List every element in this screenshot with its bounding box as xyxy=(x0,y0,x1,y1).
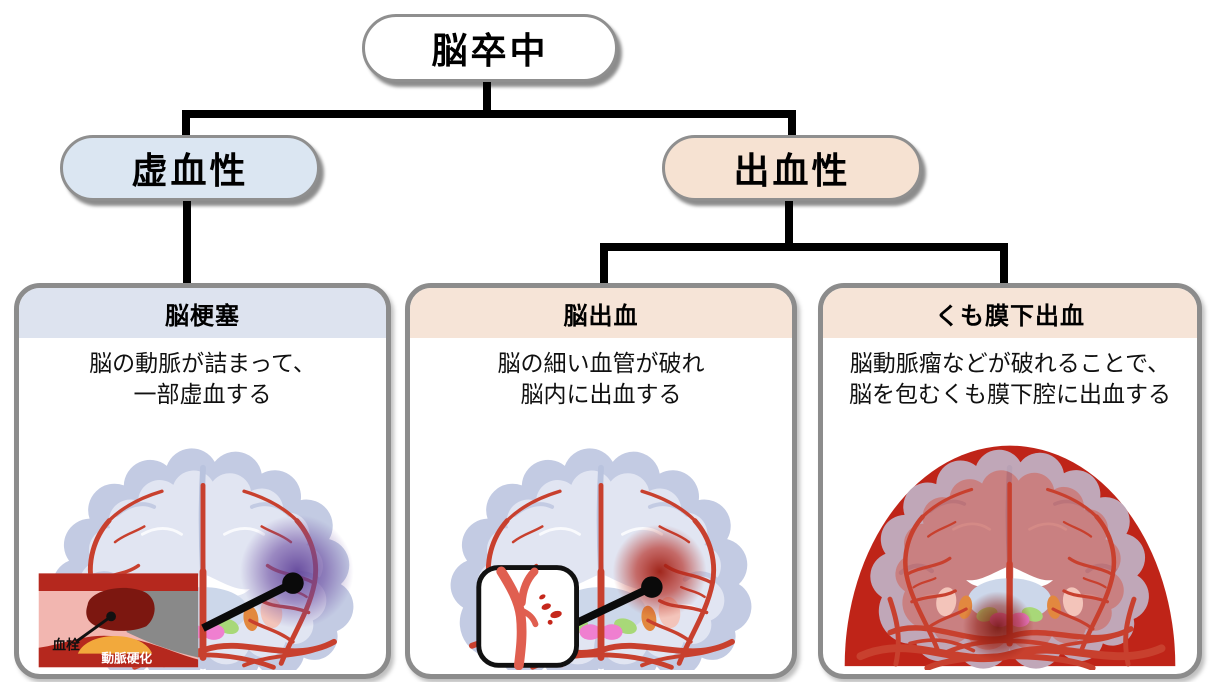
description-line: 脳の動脈が詰まって、 xyxy=(89,350,316,376)
card-cerebral-infarction-title: 脳梗塞 xyxy=(19,288,386,338)
card-subarachnoid-hemorrhage-description: 脳動脈瘤などが破れることで、 脳を包むくも膜下腔に出血する xyxy=(823,348,1197,410)
connector-card2-drop xyxy=(600,243,608,285)
thrombus-shape xyxy=(85,587,155,631)
pointer-dot xyxy=(641,576,663,598)
root-node-stroke: 脳卒中 xyxy=(362,14,618,82)
vessel-inset-rupture xyxy=(476,565,579,671)
connector-top-horizontal xyxy=(182,110,796,118)
blood-droplets xyxy=(539,594,562,625)
connector-right-drop xyxy=(788,110,796,138)
brain-illustration-infarction: 血栓 動脈硬化 xyxy=(27,424,379,670)
card-subarachnoid-hemorrhage: くも膜下出血 脳動脈瘤などが破れることで、 脳を包むくも膜下腔に出血する xyxy=(818,283,1202,679)
connector-card3-drop xyxy=(1000,243,1008,285)
card-cerebral-hemorrhage-title: 脳出血 xyxy=(410,288,792,338)
connector-root-stem xyxy=(483,76,491,114)
description-line: 一部虚血する xyxy=(133,381,272,407)
branch-node-hemorrhagic: 出血性 xyxy=(662,135,922,201)
branch-node-ischemic: 虚血性 xyxy=(60,135,320,201)
connector-hemorrhagic-horizontal xyxy=(600,243,1008,251)
connector-ischemic-stem xyxy=(183,193,191,285)
description-line: 脳を包むくも膜下腔に出血する xyxy=(849,381,1171,407)
thrombus-label: 血栓 xyxy=(52,637,80,653)
vessel-inset-thrombus: 血栓 動脈硬化 xyxy=(38,573,198,668)
card-subarachnoid-hemorrhage-title: くも膜下出血 xyxy=(823,288,1197,338)
aneurysm-rupture-region xyxy=(962,591,1034,663)
atherosclerosis-label: 動脈硬化 xyxy=(101,650,152,665)
root-node-label: 脳卒中 xyxy=(431,30,549,71)
pointer-dot xyxy=(281,572,304,594)
brain-illustration-hemorrhage xyxy=(425,424,777,670)
connector-left-drop xyxy=(182,110,190,138)
card-cerebral-hemorrhage-description: 脳の細い血管が破れ 脳内に出血する xyxy=(410,348,792,410)
description-line: 脳動脈瘤などが破れることで、 xyxy=(849,350,1171,376)
connector-hemorrhagic-stem xyxy=(785,193,793,249)
card-cerebral-infarction: 脳梗塞 脳の動脈が詰まって、 一部虚血する xyxy=(14,283,391,679)
card-cerebral-infarction-description: 脳の動脈が詰まって、 一部虚血する xyxy=(19,348,386,410)
brain-illustration-subarachnoid xyxy=(828,424,1192,670)
description-line: 脳の細い血管が破れ xyxy=(497,350,705,376)
description-line: 脳内に出血する xyxy=(520,381,682,407)
branch-node-ischemic-label: 虚血性 xyxy=(131,150,249,191)
card-cerebral-hemorrhage: 脳出血 脳の細い血管が破れ 脳内に出血する xyxy=(405,283,797,679)
plaque-shape xyxy=(77,635,152,654)
hemorrhage-region xyxy=(612,524,707,619)
infarct-region xyxy=(239,514,354,629)
branch-node-hemorrhagic-label: 出血性 xyxy=(733,150,851,191)
